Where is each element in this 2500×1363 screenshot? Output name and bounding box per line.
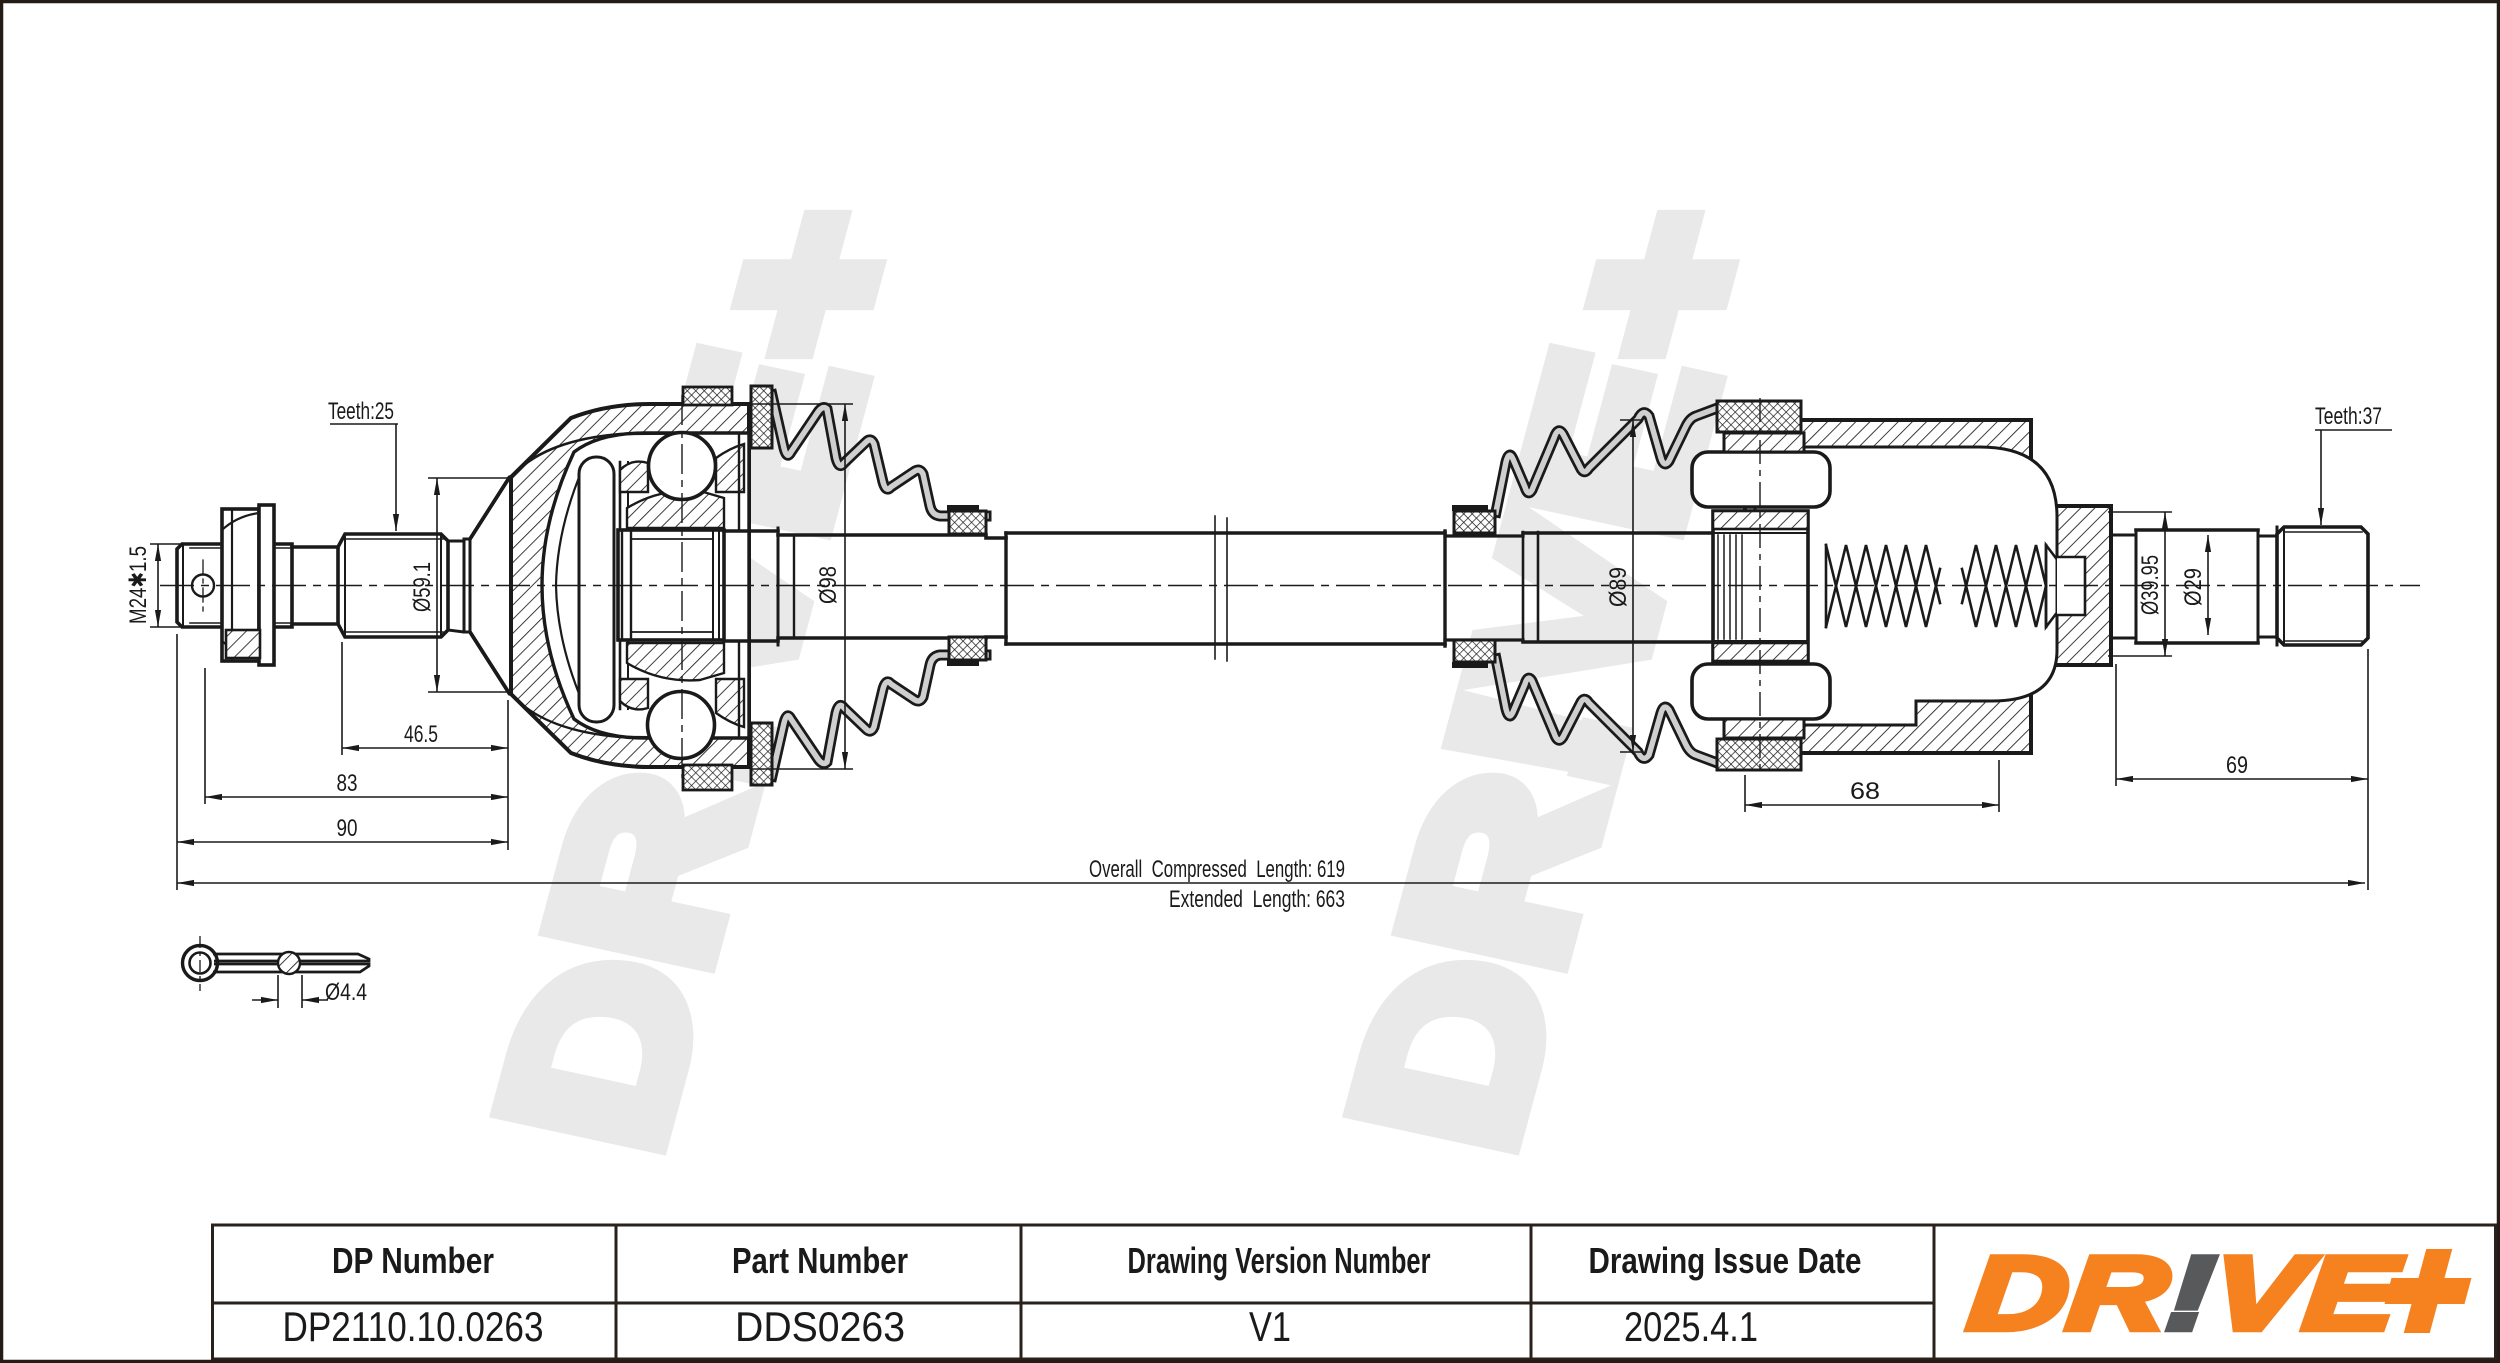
svg-text:90: 90 xyxy=(337,815,358,842)
svg-text:68: 68 xyxy=(1850,778,1880,805)
svg-text:Extended Length: 663: Extended Length: 663 xyxy=(1169,886,1345,913)
svg-text:Ø39.95: Ø39.95 xyxy=(2137,555,2164,615)
svg-text:69: 69 xyxy=(2226,752,2248,779)
svg-text:DDS0263: DDS0263 xyxy=(735,1303,905,1350)
svg-text:Drawing Issue Date: Drawing Issue Date xyxy=(1589,1240,1862,1281)
svg-text:Ø29: Ø29 xyxy=(2180,568,2207,606)
svg-text:DR!VE: DR!VE xyxy=(1964,1235,2406,1351)
svg-text:2025.4.1: 2025.4.1 xyxy=(1624,1303,1758,1350)
svg-text:M24✱1.5: M24✱1.5 xyxy=(125,546,152,624)
svg-text:Drawing Version Number: Drawing Version Number xyxy=(1128,1240,1431,1281)
svg-text:V1: V1 xyxy=(1249,1303,1291,1350)
svg-text:Teeth:25: Teeth:25 xyxy=(328,398,394,425)
svg-text:Ø59.1: Ø59.1 xyxy=(409,562,436,612)
svg-text:Ø4.4: Ø4.4 xyxy=(325,979,367,1006)
svg-text:DP2110.10.0263: DP2110.10.0263 xyxy=(283,1303,544,1350)
svg-text:Part Number: Part Number xyxy=(732,1240,908,1281)
svg-text:46.5: 46.5 xyxy=(404,721,438,748)
svg-text:Overall Compressed Length: 6: Overall Compressed Length: 619 xyxy=(1089,856,1345,883)
svg-text:Teeth:37: Teeth:37 xyxy=(2315,403,2382,430)
svg-text:Ø89: Ø89 xyxy=(1605,567,1632,607)
svg-text:Ø98: Ø98 xyxy=(815,566,842,604)
svg-text:83: 83 xyxy=(337,770,358,797)
svg-text:DP Number: DP Number xyxy=(332,1240,494,1281)
